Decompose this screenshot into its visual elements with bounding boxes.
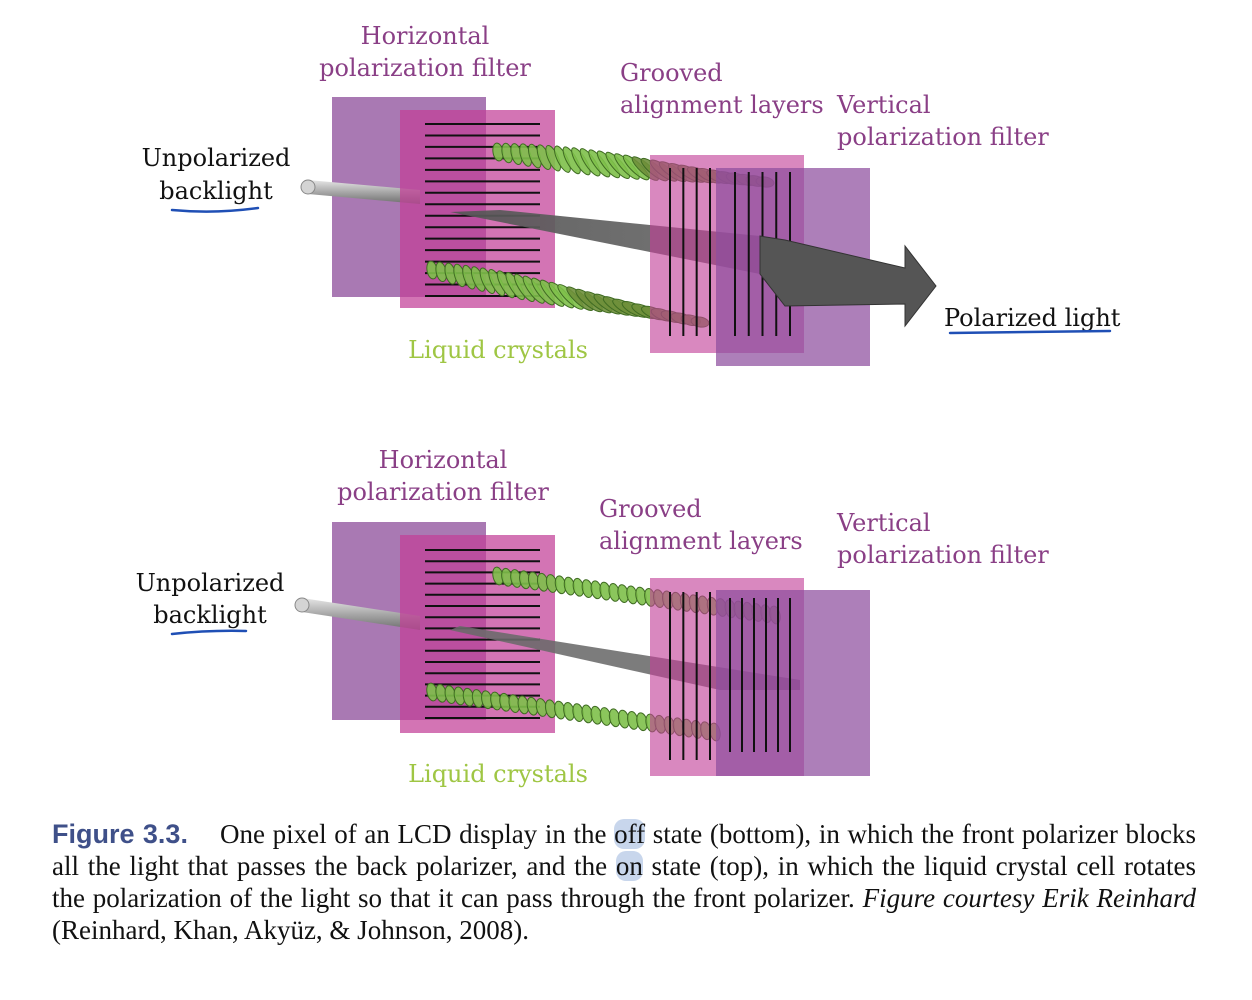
bottom-liquid-crystals-label: Liquid crystals bbox=[408, 760, 588, 788]
bottom-panel-off-state: Horizontal polarization filter Grooved a… bbox=[136, 446, 1050, 788]
caption-credit: Figure courtesy Erik Reinhard bbox=[862, 883, 1196, 913]
top-vertical-filter-label-1: Vertical bbox=[836, 91, 931, 119]
caption-text-1: One pixel of an LCD display in the bbox=[219, 819, 615, 849]
top-panel-on-state: Horizontal polarization filter Grooved a… bbox=[142, 22, 1121, 366]
bottom-front-polarizer bbox=[716, 590, 870, 776]
top-liquid-crystals-label: Liquid crystals bbox=[408, 336, 588, 364]
top-backlight-underline bbox=[170, 206, 260, 213]
top-horizontal-filter-label-1: Horizontal bbox=[361, 22, 490, 50]
top-backlight-label-1: Unpolarized bbox=[142, 144, 291, 172]
bottom-backlight-rod bbox=[302, 598, 420, 630]
polarized-light-underline bbox=[948, 329, 1112, 335]
caption-text-2: state (bottom), in which the front polar… bbox=[52, 819, 1196, 881]
bottom-backlight-underline bbox=[170, 629, 248, 636]
bottom-vertical-filter-label-2: polarization filter bbox=[837, 541, 1049, 569]
top-liquid-crystal-helix-lower bbox=[426, 260, 710, 328]
bottom-vertical-grooves-b bbox=[729, 598, 791, 752]
top-grooved-label-2: alignment layers bbox=[620, 91, 824, 119]
top-polarized-light-arrow bbox=[759, 235, 937, 328]
figure-label: Figure 3.3. bbox=[52, 819, 188, 849]
bottom-grooved-label-1: Grooved bbox=[599, 495, 702, 523]
caption-citation: (Reinhard, Khan, Akyüz, & Johnson, 2008)… bbox=[52, 915, 529, 945]
top-polarized-light-label: Polarized light bbox=[944, 304, 1121, 332]
top-horizontal-filter-label-2: polarization filter bbox=[319, 54, 531, 82]
top-grooved-label-1: Grooved bbox=[620, 59, 723, 87]
caption-on-word: on bbox=[615, 851, 643, 881]
bottom-horizontal-filter-label-2: polarization filter bbox=[337, 478, 549, 506]
top-vertical-grooves-a bbox=[669, 168, 711, 336]
bottom-vertical-filter-label-1: Vertical bbox=[836, 509, 931, 537]
bottom-backlight-label-2: backlight bbox=[153, 601, 267, 629]
lcd-pixel-diagram: Horizontal polarization filter Grooved a… bbox=[136, 22, 1121, 788]
bottom-horizontal-filter-label-1: Horizontal bbox=[379, 446, 508, 474]
figure-caption: Figure 3.3. One pixel of an LCD display i… bbox=[52, 818, 1196, 946]
bottom-backlight-label-1: Unpolarized bbox=[136, 569, 285, 597]
caption-text-3: state (top), in which the liquid crystal… bbox=[52, 851, 1196, 913]
top-backlight-label-2: backlight bbox=[159, 177, 273, 205]
bottom-grooved-label-2: alignment layers bbox=[599, 527, 803, 555]
top-backlight-rod bbox=[308, 180, 420, 204]
top-vertical-filter-label-2: polarization filter bbox=[837, 123, 1049, 151]
caption-off-word: off bbox=[614, 819, 646, 849]
bottom-vertical-grooves-a bbox=[669, 592, 711, 760]
